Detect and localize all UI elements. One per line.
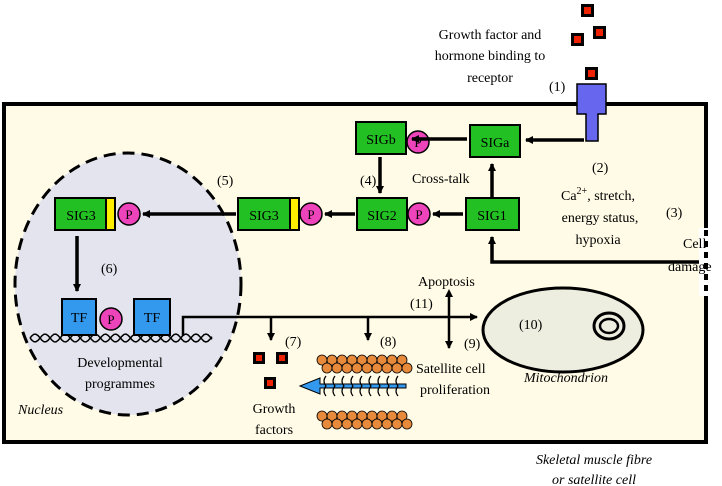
svg-text:receptor: receptor xyxy=(467,71,513,86)
growth-label-1: Growth xyxy=(253,402,296,417)
svg-text:SIGa: SIGa xyxy=(481,136,511,151)
mitochondrion-label: Mitochondrion xyxy=(523,371,608,386)
myofibril-bead xyxy=(391,418,403,430)
myofibril-bead xyxy=(401,362,413,374)
myofibril-bead xyxy=(351,418,363,430)
ligands xyxy=(571,4,606,80)
myofibril-spine xyxy=(377,375,381,397)
receptor-label: Growth factor and hormone binding to rec… xyxy=(435,28,545,86)
svg-text:energy status,: energy status, xyxy=(562,211,639,226)
myofibril-bead xyxy=(341,362,353,374)
dna-strand xyxy=(29,333,213,343)
myofibril-bead xyxy=(391,362,403,374)
svg-text:SIG3: SIG3 xyxy=(249,209,279,224)
mitochondrion xyxy=(481,286,645,374)
svg-text:TF: TF xyxy=(71,311,88,326)
sig-a: SIGa xyxy=(469,124,521,158)
svg-text:P: P xyxy=(107,312,114,327)
satellite-label-2: proliferation xyxy=(420,383,490,398)
stimuli-label: Ca2+, stretch, energy status, hypoxia xyxy=(561,186,638,248)
damage-label: damage xyxy=(668,260,712,275)
myofibril xyxy=(298,354,413,430)
myofibril-bead xyxy=(351,362,363,374)
transcription-factor-1: TF xyxy=(61,298,97,336)
myofibril-bead xyxy=(401,418,413,430)
cell-type-label-2: or satellite cell xyxy=(552,473,636,486)
transcription-factor-2: TF xyxy=(133,298,171,336)
growth-label-2: factors xyxy=(255,423,293,438)
myofibril-bead xyxy=(396,354,408,366)
myofibril-spine xyxy=(323,375,327,397)
step-3: (3) xyxy=(666,206,683,221)
step-7: (7) xyxy=(285,335,302,350)
dev-label-1: Developmental xyxy=(77,356,163,371)
myofibril-bead xyxy=(361,362,373,374)
svg-text:hypoxia: hypoxia xyxy=(575,233,621,248)
myofibril-spine xyxy=(386,375,390,397)
step-11: (11) xyxy=(410,297,433,312)
svg-text:SIG1: SIG1 xyxy=(477,209,507,224)
dev-label-2: programmes xyxy=(85,377,155,392)
nucleus xyxy=(13,151,243,417)
svg-text:Ca2+, stretch,: Ca2+, stretch, xyxy=(561,186,635,204)
receptor xyxy=(576,83,607,142)
svg-text:SIGb: SIGb xyxy=(366,133,396,148)
myofibril-bead xyxy=(321,362,333,374)
cell-type-label-1: Skeletal muscle fibre xyxy=(536,453,652,468)
myofibril-bead xyxy=(371,418,383,430)
step-10: (10) xyxy=(519,318,543,333)
myofibril-spine xyxy=(395,375,399,397)
svg-text:TF: TF xyxy=(144,311,161,326)
step-5: (5) xyxy=(217,174,234,189)
sig-1: SIG1 xyxy=(465,197,520,231)
arrows xyxy=(73,135,699,292)
sig-b: SIGb xyxy=(355,121,407,155)
myofibril-bead xyxy=(381,418,393,430)
svg-text:SIG3: SIG3 xyxy=(66,209,96,224)
satellite-label-1: Satellite cell xyxy=(416,362,486,377)
tf-phospho: P xyxy=(99,307,123,331)
myofibril-bead xyxy=(331,418,343,430)
step-9: (9) xyxy=(464,337,481,352)
sig-3-nucleus: SIG3 xyxy=(54,197,116,231)
svg-text:SIG2: SIG2 xyxy=(367,209,397,224)
growth-factor-squares xyxy=(253,352,288,389)
cell-label: Cell xyxy=(683,237,706,252)
nucleus-label: Nucleus xyxy=(17,403,64,418)
myofibril-bead xyxy=(331,362,343,374)
svg-text:P: P xyxy=(125,207,132,222)
step-8: (8) xyxy=(380,335,397,350)
step-2: (2) xyxy=(592,161,609,176)
myofibril-bead xyxy=(321,418,333,430)
step-4: (4) xyxy=(360,174,377,189)
myofibril-bead xyxy=(371,362,383,374)
crosstalk-label: Cross-talk xyxy=(412,172,470,187)
sig-3-cytoplasm: SIG3 xyxy=(237,197,300,231)
myofibril-spine xyxy=(332,375,336,397)
myofibril-bead xyxy=(341,418,353,430)
myofibril-spine xyxy=(341,375,345,397)
step-1: (1) xyxy=(549,80,566,95)
sig-2: SIG2 xyxy=(356,197,408,231)
svg-text:hormone binding to: hormone binding to xyxy=(435,49,545,64)
myofibril-bead xyxy=(396,410,408,422)
myofibril-spine xyxy=(359,375,363,397)
myofibril-spine xyxy=(350,375,354,397)
svg-text:P: P xyxy=(415,207,422,222)
svg-text:P: P xyxy=(307,207,314,222)
myofibril-spine xyxy=(368,375,372,397)
apoptosis-label: Apoptosis xyxy=(418,275,475,290)
output-arrows xyxy=(181,289,478,349)
myofibril-bead xyxy=(361,418,373,430)
step-6: (6) xyxy=(101,262,118,277)
svg-text:Growth factor and: Growth factor and xyxy=(439,28,542,43)
myofibril-bead xyxy=(381,362,393,374)
